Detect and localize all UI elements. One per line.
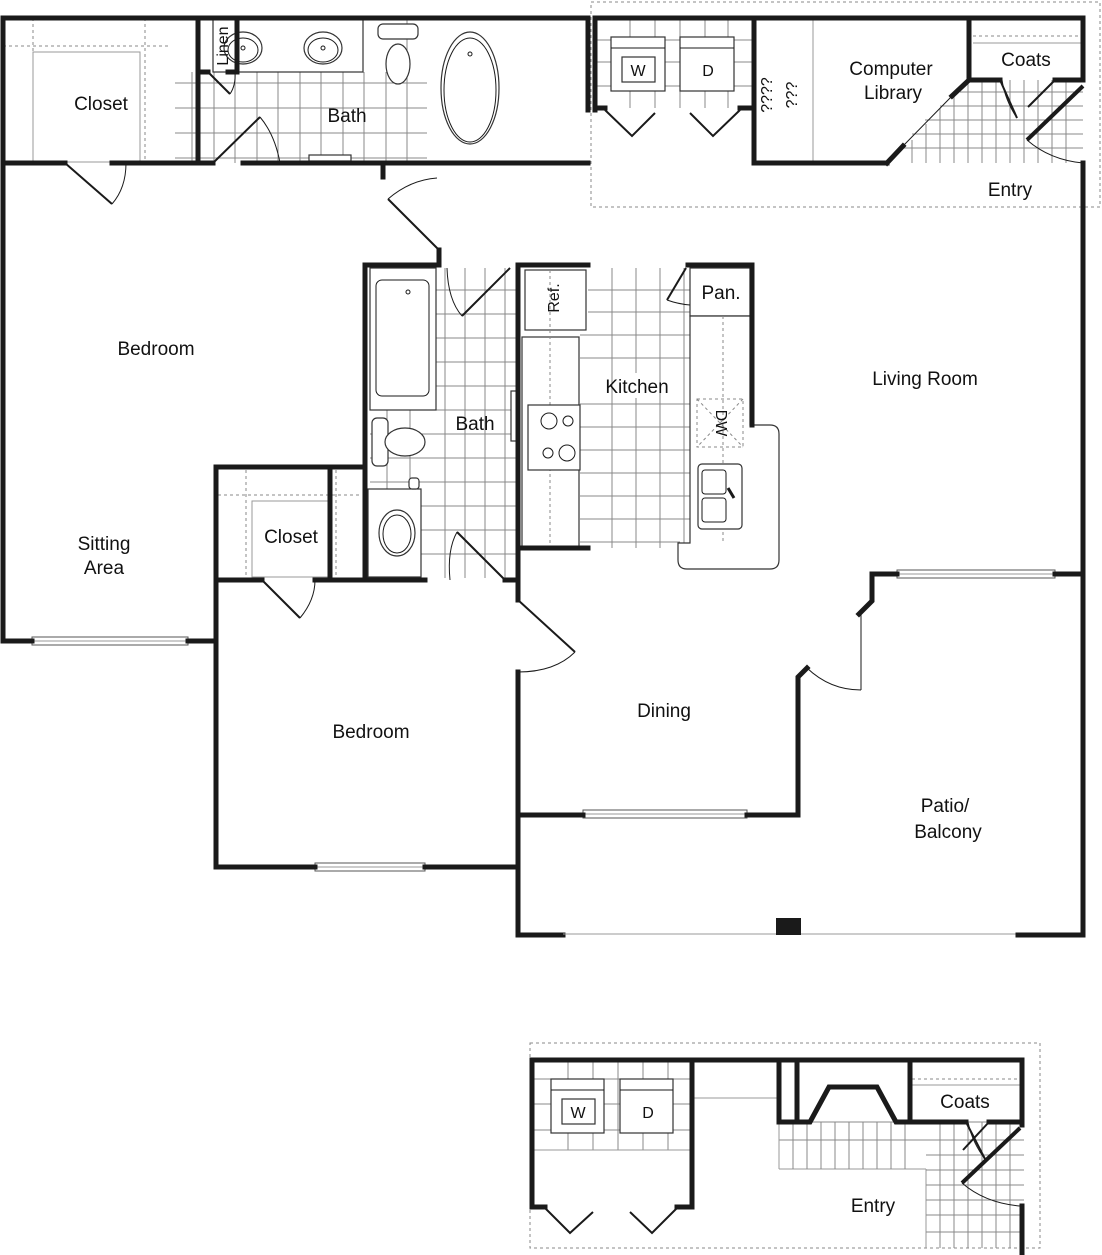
patio-label-2: Balcony	[914, 822, 982, 843]
alt-layout-inset: W D Coats Entry	[529, 1042, 1041, 1255]
bath-master-tiles	[175, 18, 427, 163]
sitting-area-label-2: Area	[84, 558, 125, 579]
toilet-icon	[377, 23, 419, 40]
dining-label: Dining	[637, 701, 691, 722]
bath-master-label: Bath	[327, 106, 366, 127]
bath-second-label: Bath	[455, 414, 494, 435]
entry-top-tiles	[898, 80, 1083, 163]
kitchen-tiles	[580, 268, 695, 548]
doors	[64, 71, 1085, 691]
bath-second-tiles	[370, 268, 517, 578]
pantry-label: Pan.	[701, 283, 740, 304]
counter-right	[677, 315, 780, 570]
refrigerator	[524, 269, 587, 331]
closet-top-label: Closet	[74, 94, 129, 115]
computer-library-label-1: Computer	[849, 59, 933, 80]
linen-label: Linen	[215, 26, 232, 65]
shelf-marks-2: ???	[784, 82, 801, 109]
washer-label: W	[630, 63, 646, 80]
entry-top-label: Entry	[988, 180, 1033, 201]
living-room-label: Living Room	[872, 369, 978, 390]
closet-top: Closet	[3, 18, 170, 163]
closet-second-label: Closet	[264, 527, 319, 548]
bedroom-second-label: Bedroom	[332, 722, 409, 743]
refrigerator-label: Ref.	[546, 283, 563, 312]
alt-washer-label: W	[570, 1105, 586, 1122]
bathtub-icon	[369, 267, 437, 411]
sink-icon	[223, 31, 263, 65]
sink-icon	[303, 31, 343, 65]
bathtub-icon	[440, 31, 500, 145]
dishwasher-label: DW	[712, 410, 729, 438]
kitchen-label: Kitchen	[605, 377, 668, 398]
alt-dryer-label: D	[642, 1105, 654, 1122]
shelf-marks-1: ????	[759, 77, 776, 113]
alt-entry-label: Entry	[851, 1196, 896, 1217]
dryer-label: D	[702, 63, 714, 80]
alt-zone-outline	[590, 1, 1101, 208]
sink-icon	[378, 509, 416, 557]
dishwasher	[696, 398, 744, 448]
patio-label-1: Patio/	[921, 796, 970, 817]
bedroom-master-label: Bedroom	[117, 339, 194, 360]
closet-second: Closet	[218, 470, 362, 578]
sitting-area-label-1: Sitting	[78, 534, 131, 555]
walls	[0, 15, 1086, 938]
alt-coats-label: Coats	[940, 1092, 990, 1113]
computer-library-label-2: Library	[864, 83, 923, 104]
dryer	[679, 36, 735, 92]
coats-top-label: Coats	[1001, 50, 1051, 71]
sink-icon	[697, 463, 743, 530]
pantry	[689, 267, 751, 317]
